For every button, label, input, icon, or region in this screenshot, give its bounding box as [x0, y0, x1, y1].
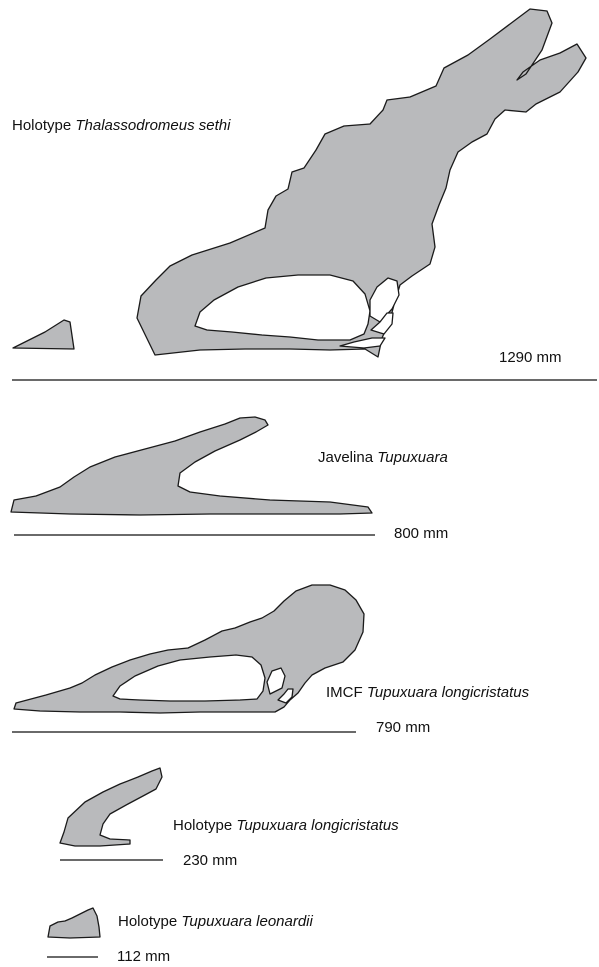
label-prefix: Holotype	[12, 117, 71, 134]
label-holotype-tupuxuara-leonardii: Holotype Tupuxuara leonardii	[118, 913, 313, 931]
label-taxon: Tupuxuara leonardii	[181, 913, 312, 930]
skull-holotype-tupuxuara-longicristatus	[60, 768, 162, 846]
label-prefix: Javelina	[318, 449, 373, 466]
label-taxon: Tupuxuara longicristatus	[367, 684, 529, 701]
scale-label-112: 112 mm	[117, 948, 170, 966]
label-prefix: Holotype	[118, 913, 177, 930]
label-prefix: Holotype	[173, 817, 232, 834]
label-thalassodromeus-sethi: Holotype Thalassodromeus sethi	[12, 117, 230, 135]
skull-thalassodromeus-sethi	[13, 9, 586, 357]
skull-holotype-tupuxuara-leonardii	[48, 908, 100, 938]
label-prefix: IMCF	[326, 684, 363, 701]
scale-label-1290: 1290 mm	[499, 349, 562, 367]
label-javelina-tupuxuara: Javelina Tupuxuara	[318, 449, 448, 467]
scale-label-790: 790 mm	[376, 719, 430, 737]
scale-label-800: 800 mm	[394, 525, 448, 543]
label-taxon: Tupuxuara longicristatus	[236, 817, 398, 834]
skull-imcf-tupuxuara-longicristatus	[14, 585, 364, 713]
label-taxon: Tupuxuara	[377, 449, 448, 466]
label-taxon: Thalassodromeus sethi	[75, 117, 230, 134]
label-holotype-tupuxuara-longicristatus: Holotype Tupuxuara longicristatus	[173, 817, 399, 835]
label-imcf-tupuxuara-longicristatus: IMCF Tupuxuara longicristatus	[326, 684, 529, 702]
scale-label-230: 230 mm	[183, 852, 237, 870]
